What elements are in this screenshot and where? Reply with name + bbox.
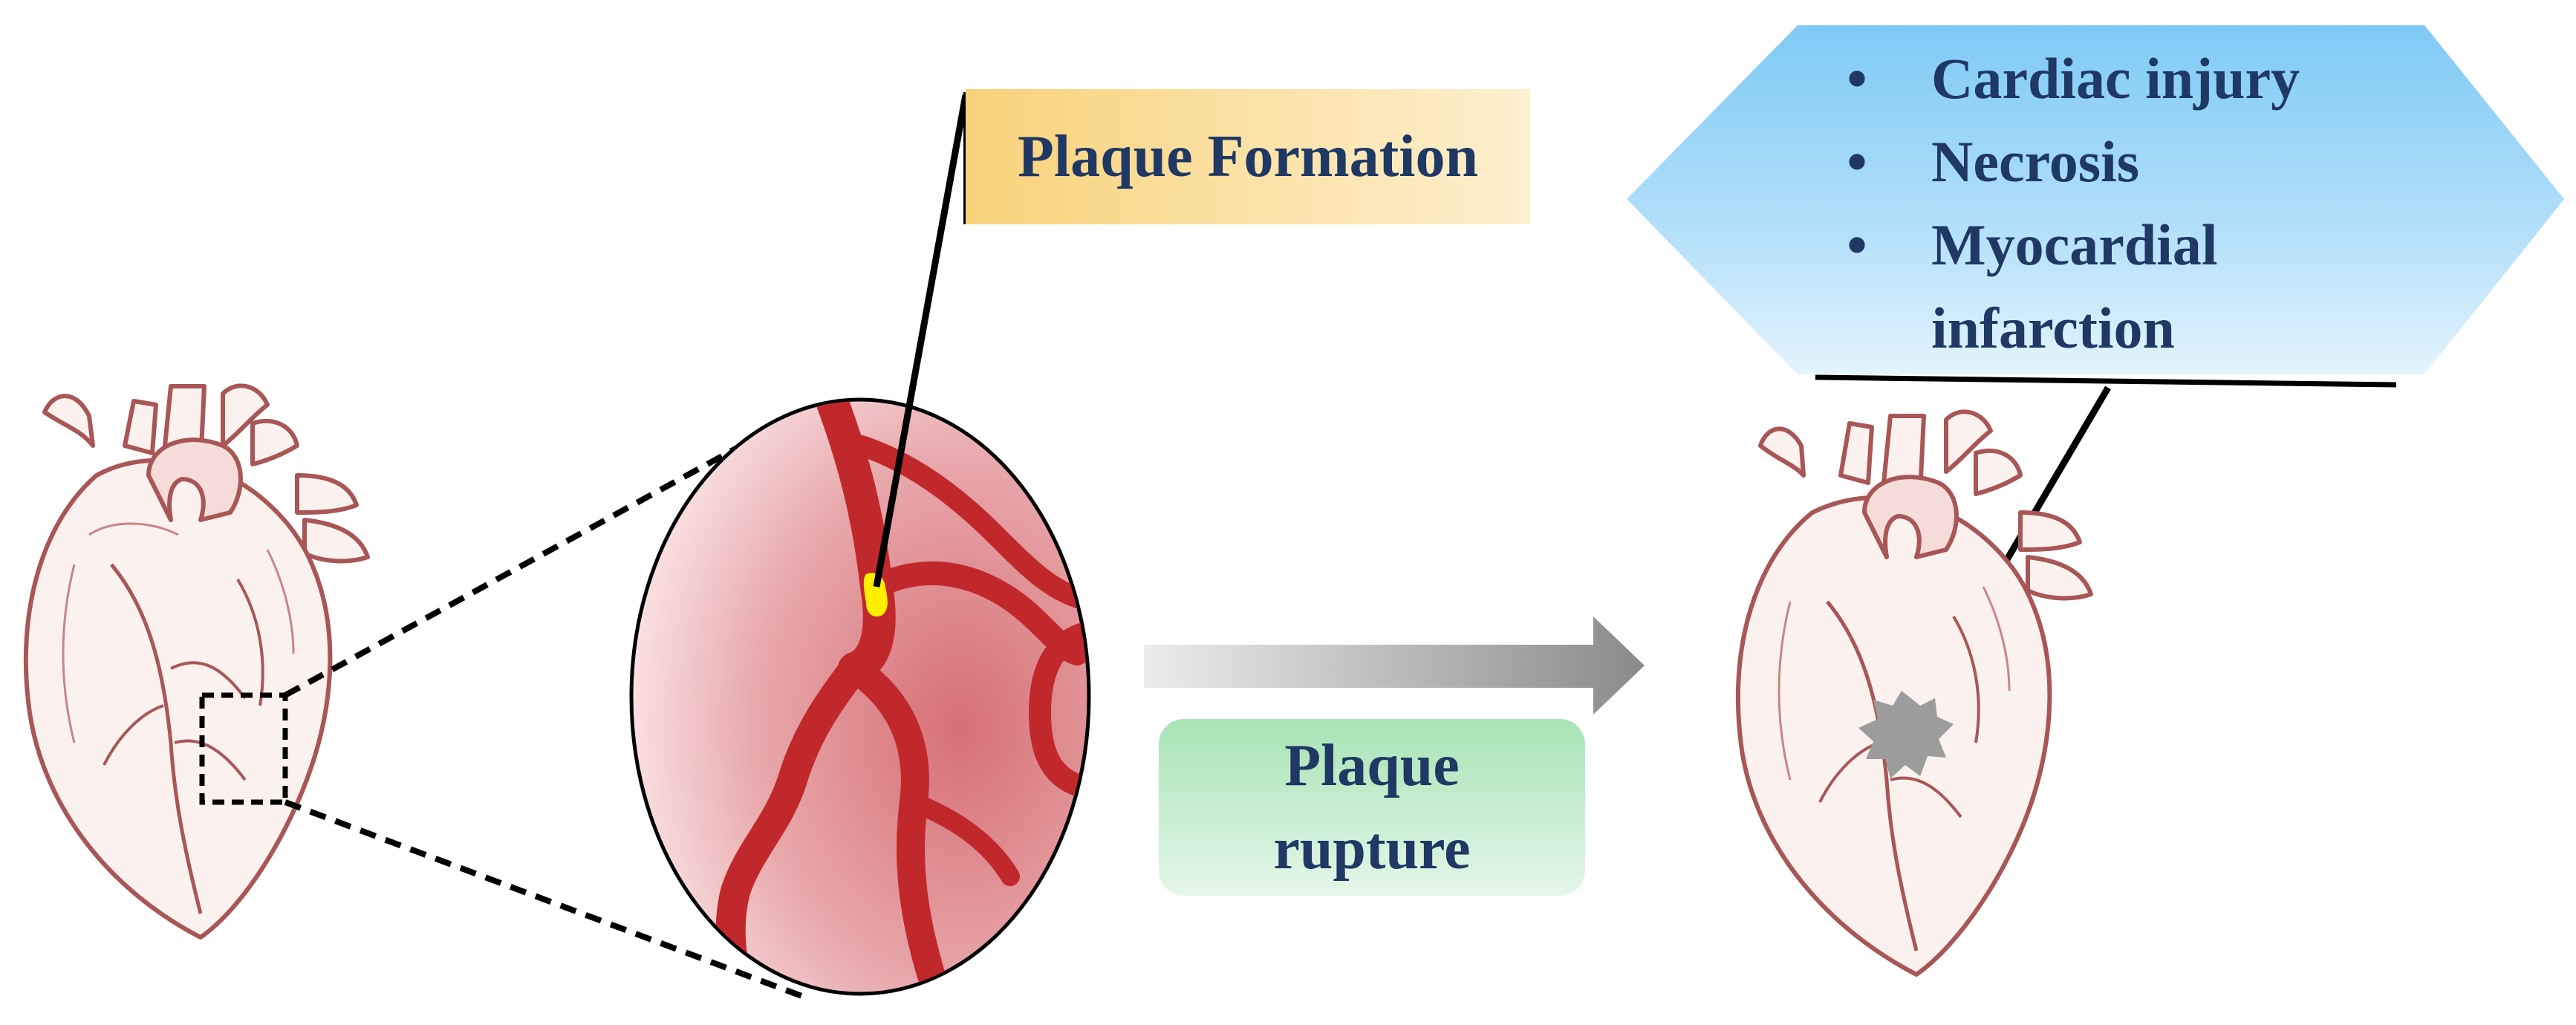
plaque-deposit — [863, 573, 888, 617]
zoom-line-bottom — [284, 799, 811, 1002]
plaque-pointer-line — [873, 94, 969, 588]
zoom-region-box — [199, 692, 288, 805]
plaque-rupture-label-line1: Plaque — [1284, 733, 1460, 798]
plaque-rupture-label-line2: rupture — [1273, 816, 1471, 882]
effect-item-text: Necrosis — [1931, 129, 2140, 194]
plaque-formation-label: Plaque Formation — [1018, 123, 1478, 189]
right-arrow-icon — [1144, 616, 1645, 715]
effect-item-myocardial: • Myocardial — [1835, 204, 2399, 287]
effect-item-text: Cardiac injury — [1931, 46, 2300, 111]
anatomical-heart-icon — [23, 383, 370, 940]
effect-item-text: Myocardial — [1931, 212, 2218, 277]
bullet-icon: • — [1847, 212, 1867, 277]
effect-item-cardiac-injury: • Cardiac injury — [1835, 37, 2399, 120]
plaque-formation-label-box: Plaque Formation — [966, 89, 1530, 224]
plaque-rupture-label-box: Plaque rupture — [1159, 719, 1585, 896]
artery-zoom-lens — [629, 397, 1091, 996]
effects-hexagon — [1627, 25, 2564, 374]
necrosis-area — [1858, 691, 1954, 778]
bullet-icon: • — [1847, 129, 1867, 194]
zoom-line-top — [284, 409, 804, 698]
effect-item-text: infarction — [1931, 296, 2175, 360]
damaged-heart-icon — [1735, 409, 2093, 977]
effects-list: • Cardiac injury • Necrosis • Myocardial… — [1835, 37, 2399, 370]
effects-underline — [1815, 374, 2397, 388]
effect-item-infarction: infarction — [1835, 287, 2399, 370]
bullet-icon: • — [1847, 46, 1867, 111]
effect-item-necrosis: • Necrosis — [1835, 120, 2399, 204]
